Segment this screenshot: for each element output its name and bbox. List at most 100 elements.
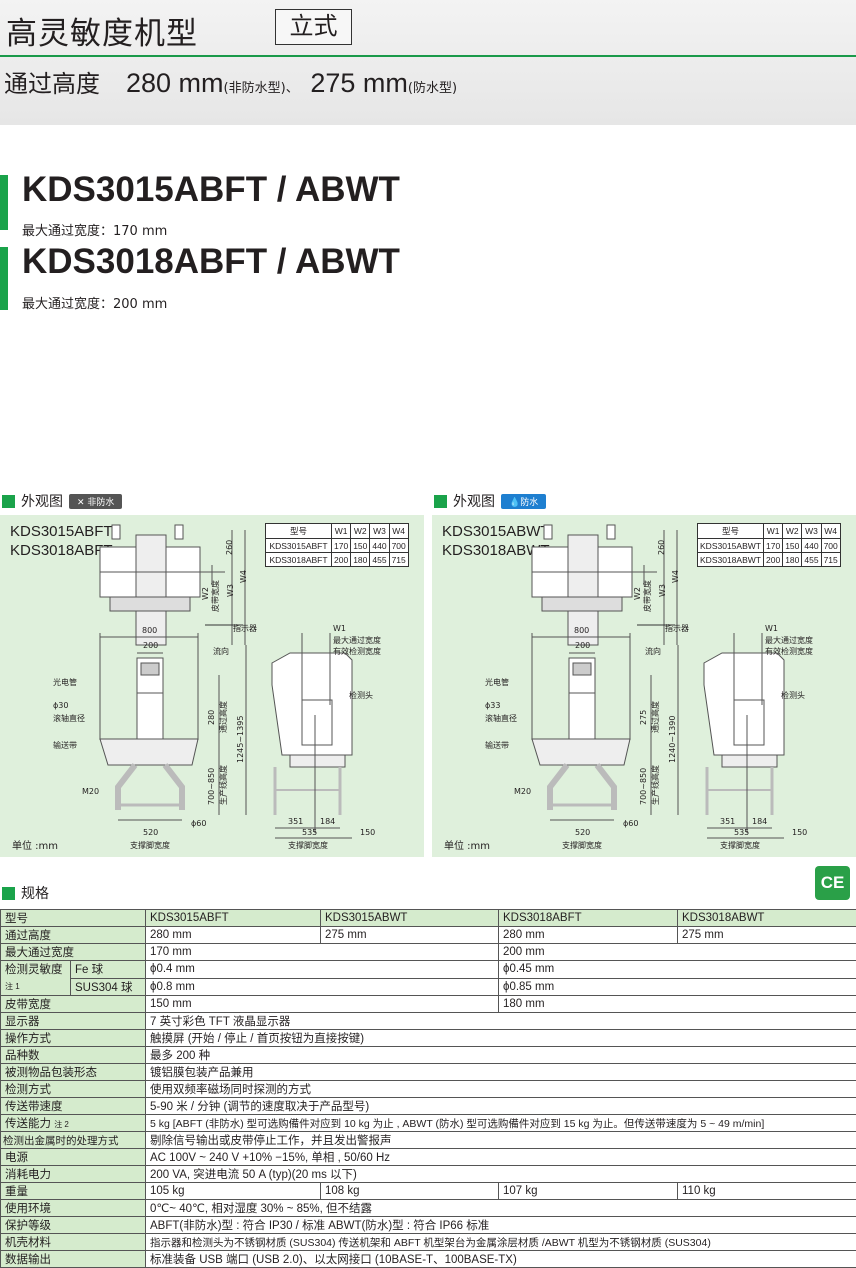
cell: ABFT(非防水)型 : 符合 IP30 / 标准 ABWT(防水)型 : 符合… [146,1217,856,1234]
cell: 180 [783,553,802,567]
dim-pass-height: 280 [207,710,216,725]
max-width-label: 最大通过宽度 [333,635,381,646]
cell: 操作方式 [1,1030,146,1047]
foot-width-label: 支撑脚宽度 [130,840,170,851]
cell: 消耗电力 [1,1166,146,1183]
sensor-label: 光电管 [485,677,509,688]
cell: 715 [389,553,408,567]
cell: 180 [351,553,370,567]
cell: 显示器 [1,1013,146,1030]
max-width-label: 最大通过宽度 [765,635,813,646]
foot-width-label: 支撑脚宽度 [562,840,602,851]
cell: KDS3015ABWT [698,539,764,553]
section-appearance-dry: 外观图✕ 非防水 [2,491,122,511]
dim-w4: W4 [239,570,248,583]
dim-w1: W1 [333,624,346,633]
line-height-label: 生产线高度 [650,765,661,805]
indicator-label: 指示器 [665,623,689,634]
model-width: 最大通过宽度：170 mm [22,220,167,239]
belt-width-label: 皮带宽度 [210,580,221,612]
dim-pass-height: 275 [639,710,648,725]
cell: 170 mm [146,944,499,961]
cell: 280 mm [499,927,678,944]
section-title: 规格 [21,883,49,903]
cell: 108 kg [321,1183,499,1200]
cell: 镀铝膜包装产品兼用 [146,1064,856,1081]
cell: KDS3015ABFT [146,910,321,927]
cell: 200 [764,553,783,567]
cell: KDS3015ABWT [321,910,499,927]
cell: 皮带宽度 [1,996,146,1013]
cell: KDS3018ABWT [698,553,764,567]
unit-label: 单位 :mm [12,837,58,852]
m20-label: M20 [82,787,99,796]
cell: 440 [370,539,389,553]
section-marker [2,887,15,900]
dim-line-height: 700~850 [207,768,216,805]
m20-label: M20 [514,787,531,796]
roller-dia: ϕ30 [53,701,68,710]
cell: 150 mm [146,996,499,1013]
cell: ϕ0.45 mm [499,961,856,979]
cell: 200 VA, 突进电流 50 A (typ)(20 ms 以下) [146,1166,856,1183]
cell: W4 [821,524,840,539]
flow-direction: 流向 [645,646,661,657]
cell: SUS304 球 [71,978,146,996]
cell: W4 [389,524,408,539]
cell: 200 [332,553,351,567]
cell: 110 kg [678,1183,856,1200]
cell: 0℃~ 40℃, 相对湿度 30% ~ 85%, 但不结露 [146,1200,856,1217]
section-spec: 规格 [2,883,49,903]
model-heading: KDS3018ABFT / ABWT [22,242,400,282]
cell: 180 mm [499,996,856,1013]
cell: ϕ0.4 mm [146,961,499,979]
table-row: 被测物品包装形态镀铝膜包装产品兼用 [1,1064,856,1081]
section-title: 外观图 [453,491,495,511]
cell: 5 kg [ABFT (非防水) 型可选购備件对应到 10 kg 为止 , AB… [146,1115,856,1132]
table-row: 操作方式触摸屏 (开始 / 停止 / 首页按钮为直接按键) [1,1030,856,1047]
cell: 型号 [1,910,146,927]
dim-184: 184 [320,817,335,826]
cell: 传送能力 注 2 [1,1115,146,1132]
cell: ϕ0.8 mm [146,978,499,996]
section-appearance-wet: 外观图💧防水 [434,491,546,511]
head-label: 检测头 [349,690,373,701]
note-ref: 注 2 [54,1120,69,1129]
cell: 触摸屏 (开始 / 停止 / 首页按钮为直接按键) [146,1030,856,1047]
cell: 170 [764,539,783,553]
dim-150: 150 [360,828,375,837]
height-dry: 280 mm [126,68,224,98]
height-wet: 275 mm [310,68,408,98]
section-marker [434,495,447,508]
type-badge: 立式 [275,9,352,45]
effective-width-label: 有效检测宽度 [333,646,381,657]
cell: W1 [764,524,783,539]
cell: 715 [821,553,840,567]
dim-w4: W4 [671,570,680,583]
table-row: 数据输出标准装备 USB 端口 (USB 2.0)、以太网接口 (10BASE-… [1,1251,856,1268]
cell: KDS3018ABFT [266,553,332,567]
cell: 指示器和检测头为不锈钢材质 (SUS304) 传送机架和 ABFT 机型架台为金… [146,1234,856,1251]
cell: 440 [802,539,821,553]
dim-w3: W3 [226,584,235,597]
table-row: 检测出金属时的处理方式剔除信号输出或皮带停止工作，并且发出警报声 [1,1132,856,1149]
dim-260: 260 [225,540,234,555]
cell: W3 [370,524,389,539]
cell: 保护等级 [1,1217,146,1234]
divider [0,55,856,57]
